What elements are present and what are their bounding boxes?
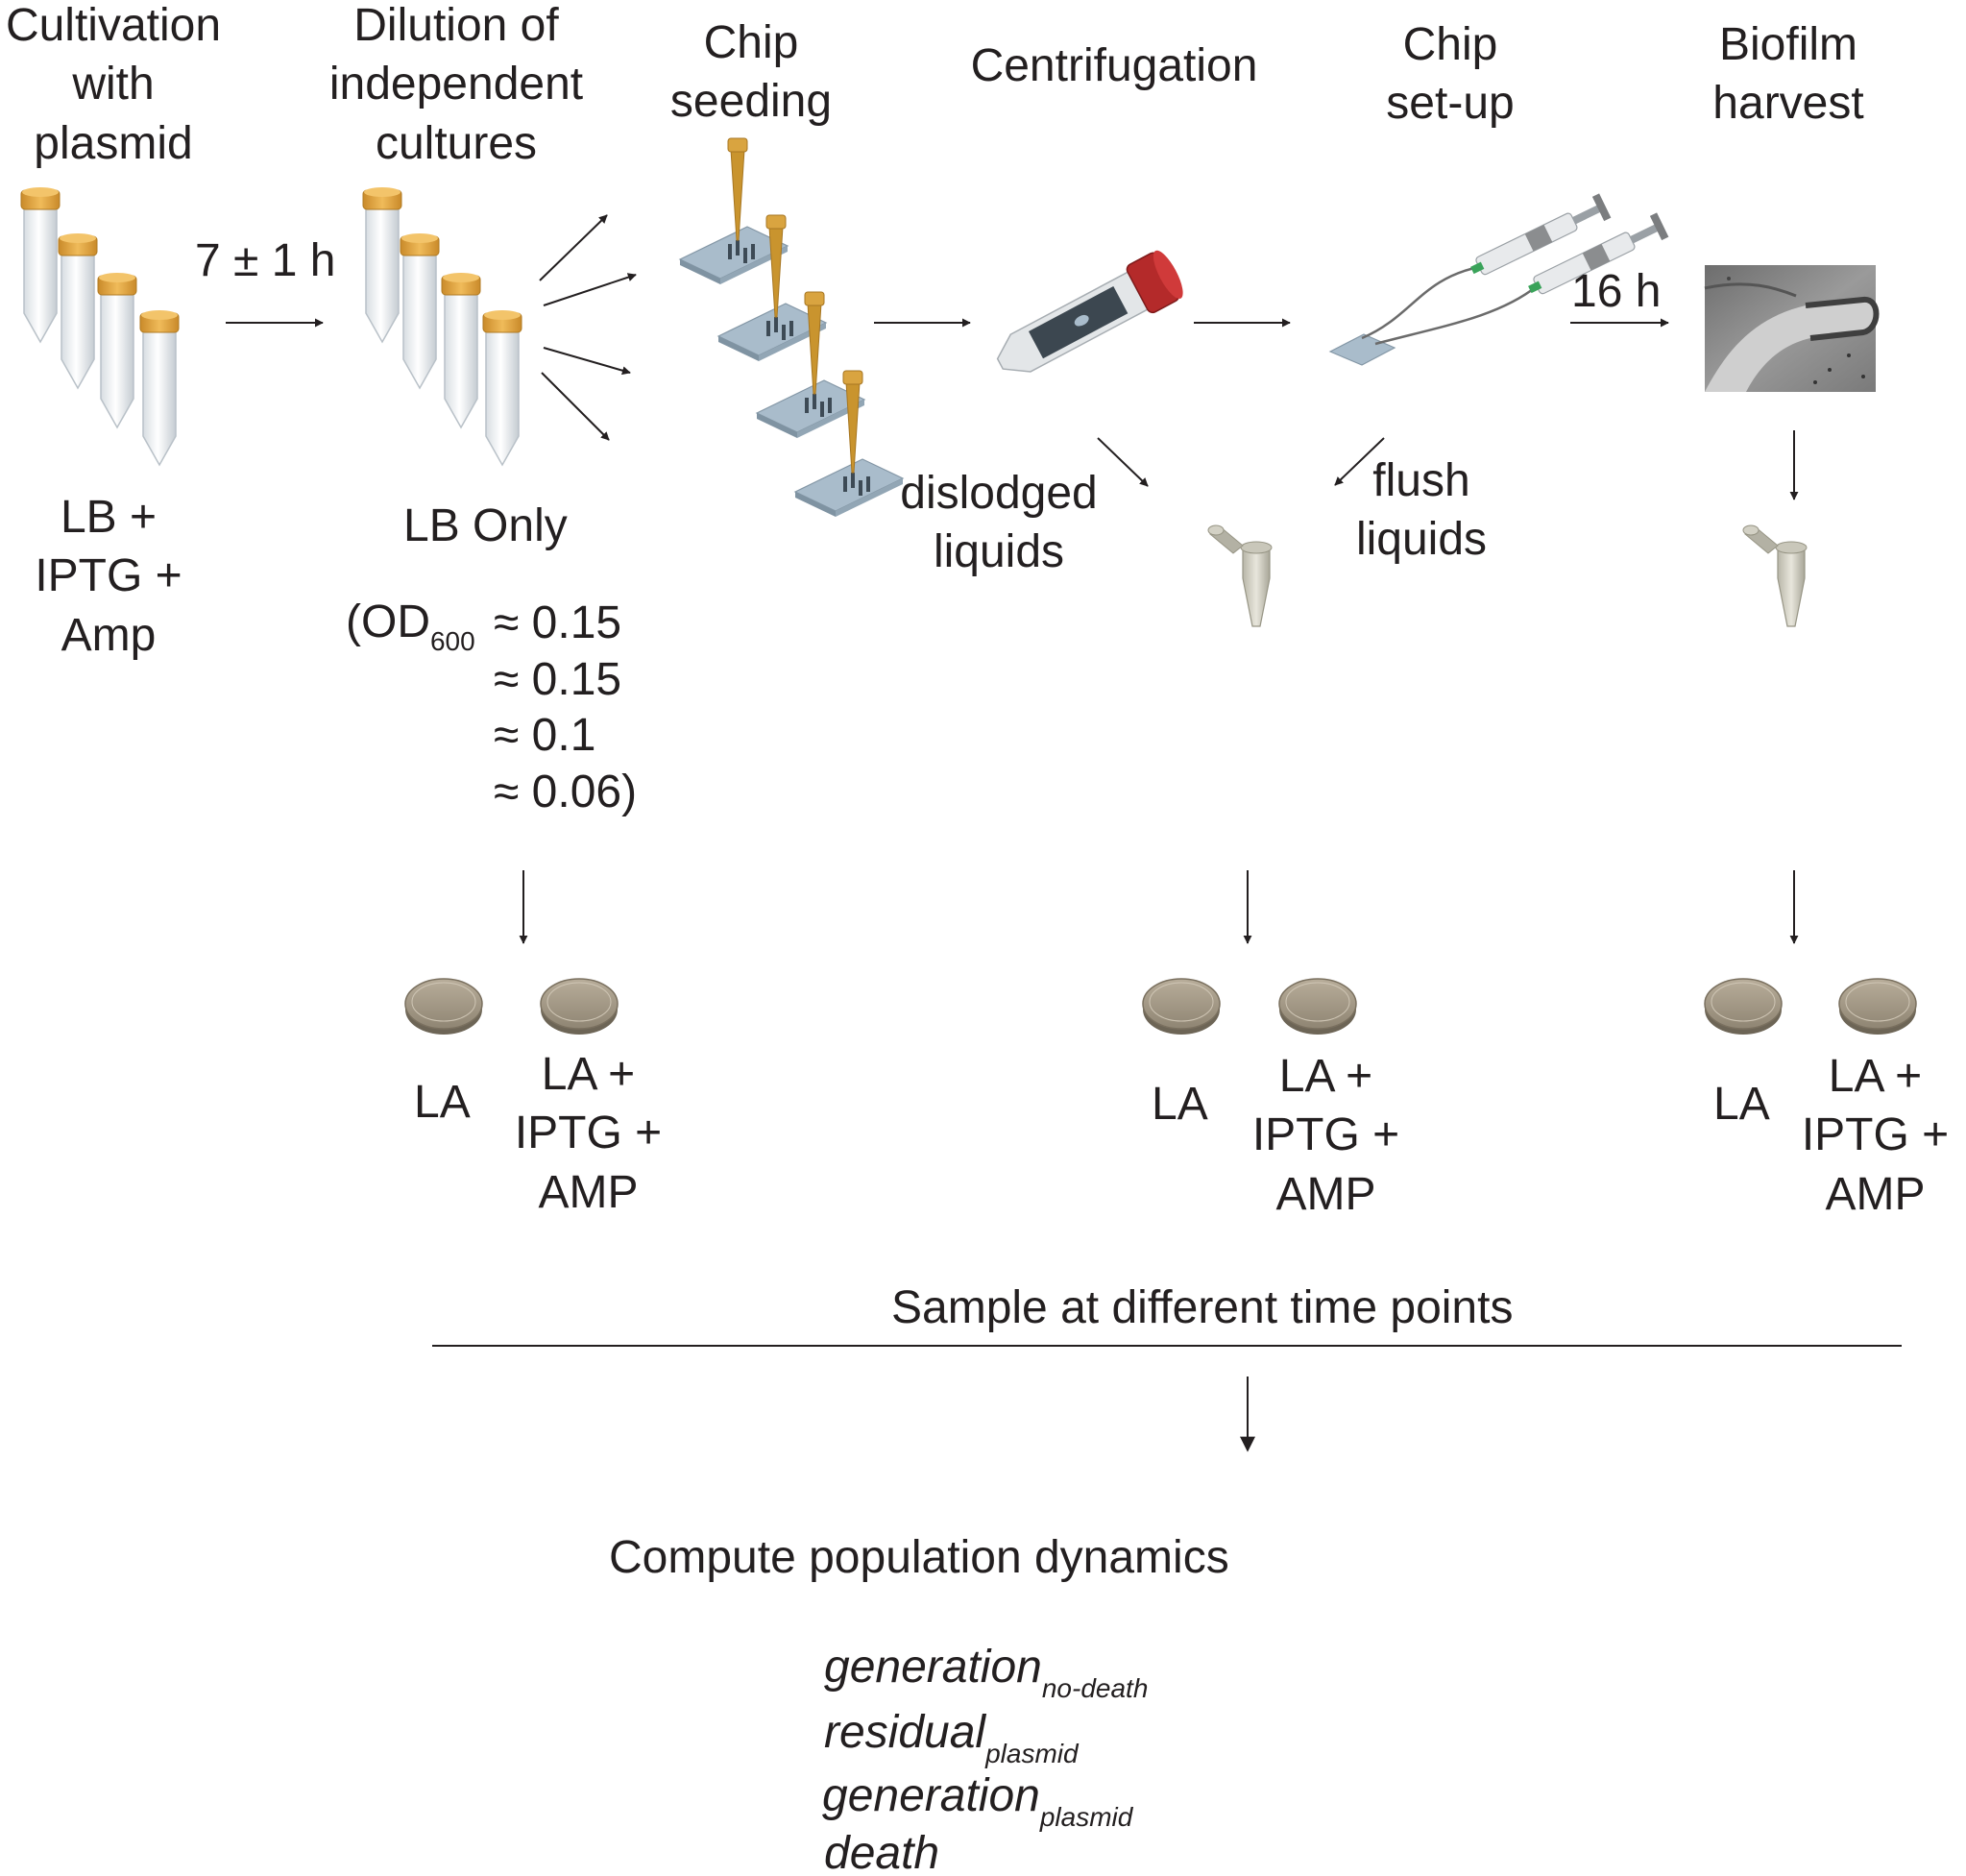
microfluidic-chip-icon (679, 137, 904, 518)
sampling-label: Sample at different time points (891, 1282, 1514, 1333)
plate-la-label: LA (414, 1077, 471, 1128)
parameter-generation-plasmid: generationplasmid (822, 1770, 1133, 1832)
flow-arrows (226, 214, 1799, 1452)
parameter-generation-no-death: generationno-death (824, 1642, 1149, 1703)
chip-setup-icon (1328, 193, 1669, 366)
biofilm-micrograph-image (1704, 265, 1880, 392)
plate-selective-label: LA +IPTG +AMP (1251, 1051, 1400, 1220)
parameter-residual-plasmid: residualplasmid (824, 1707, 1079, 1768)
cultivation-duration-label: 7 ± 1 h (195, 235, 336, 286)
growth-duration-label: 16 h (1571, 266, 1662, 317)
plate-selective-label: LA +IPTG +AMP (1801, 1051, 1950, 1220)
cultivation-medium-label: LB +IPTG +Amp (35, 492, 182, 661)
od-label: (OD600 (346, 597, 475, 656)
centrifuge-tube-icon (996, 250, 1183, 373)
diluted-culture-tube-icon (362, 186, 522, 466)
step-centrifugation-title: Centrifugation (970, 40, 1258, 91)
compute-label: Compute population dynamics (609, 1532, 1229, 1583)
culture-tube-icon (20, 186, 180, 466)
agar-plate-icon (404, 978, 1917, 1035)
plate-la-label: LA (1713, 1079, 1770, 1130)
plate-la-label: LA (1152, 1079, 1208, 1130)
plate-selective-label: LA +IPTG +AMP (514, 1049, 663, 1218)
od-values: ≈ 0.15≈ 0.15≈ 0.1≈ 0.06) (494, 597, 638, 817)
parameter-death: death (824, 1828, 940, 1876)
dilution-medium-label: LB Only (403, 500, 568, 551)
